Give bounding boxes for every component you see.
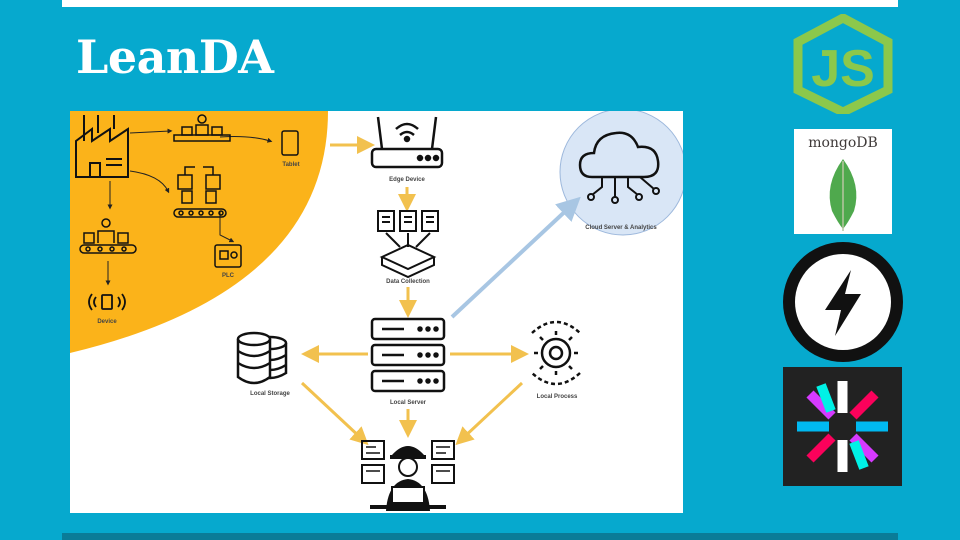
jwt-icon [797, 381, 888, 472]
conveyor-worker-icon [173, 114, 231, 142]
cloud-icon [559, 111, 683, 236]
local-process-label: Local Process [537, 394, 578, 400]
arrow-process-to-operator [455, 381, 524, 446]
data-collection-label: Data Collection [386, 279, 430, 285]
architecture-diagram: Tablet PLC [70, 111, 683, 513]
tablet-label: Tablet [282, 162, 299, 168]
edge-device-icon [370, 116, 444, 169]
mongodb-leaf-icon [829, 159, 857, 231]
slide-title: LeanDA [76, 30, 274, 84]
architecture-diagram-svg: Tablet PLC [70, 111, 683, 511]
plc-label: PLC [222, 273, 235, 279]
nodejs-text: JS [811, 40, 875, 98]
operator-icon [361, 440, 455, 511]
cloud-label: Cloud Server & Analytics [585, 225, 657, 231]
local-storage-icon [236, 331, 288, 385]
local-process-icon [531, 320, 581, 386]
socketio-icon [783, 242, 903, 362]
local-server-label: Local Server [390, 400, 427, 406]
mongodb-text: mongoDB [808, 135, 878, 151]
top-accent-bar [62, 0, 898, 7]
jwt-logo [783, 367, 902, 486]
plc-icon [214, 244, 242, 268]
factory-zone [70, 111, 328, 353]
worker-conveyor-icon [79, 218, 137, 254]
device-icon [88, 293, 126, 311]
socketio-logo [781, 240, 905, 364]
local-storage-label: Local Storage [250, 391, 290, 397]
local-server-icon [370, 317, 446, 393]
nodejs-logo: JS [790, 12, 896, 118]
arrow-storage-to-operator [300, 381, 369, 446]
bottom-accent-bar [62, 533, 898, 540]
factory-icon [75, 115, 129, 178]
robot-conveyor-icon [173, 166, 227, 218]
nodejs-icon: JS [793, 12, 893, 118]
edge-device-label: Edge Device [389, 177, 425, 183]
tablet-icon [281, 130, 299, 156]
device-label: Device [97, 319, 117, 325]
arrow-to-cloud [450, 196, 581, 319]
data-collection-icon [377, 210, 439, 279]
mongodb-logo: mongoDB [794, 129, 892, 234]
